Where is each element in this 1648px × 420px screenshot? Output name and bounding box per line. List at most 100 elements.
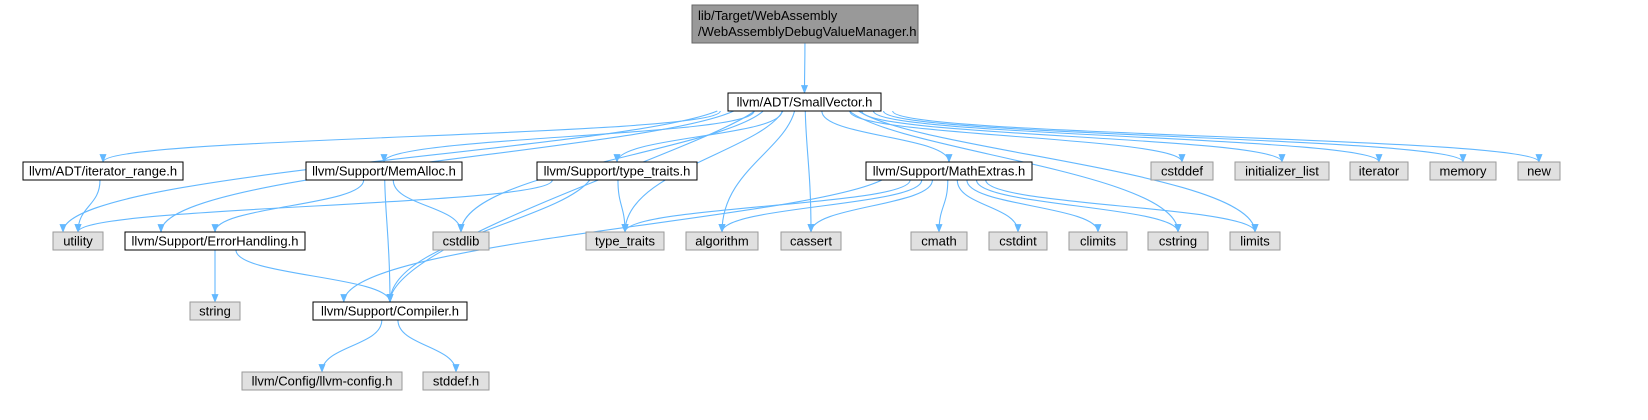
node-box [124,231,306,251]
node-stddef: stddef.h [422,371,490,391]
node-climits: climits [1068,231,1128,251]
node-box [1229,231,1281,251]
edge-memalloc-to-errorhandling [211,179,365,233]
edge-mathextras-to-cstring [975,179,1182,233]
node-box [189,301,241,321]
node-cstdlib: cstdlib [432,231,490,251]
node-label: cstddef [1161,164,1203,179]
node-label: type_traits [595,234,655,249]
node-label: cmath [921,234,956,249]
edge-compiler-to-stddef [397,319,460,373]
node-new: new [1517,161,1561,181]
node-cstdint: cstdint [988,231,1048,251]
edge-smallvector-to-memory [882,110,1467,163]
edge-smallvector-to-limits [858,110,1259,233]
node-box [432,231,490,251]
node-box [1517,161,1561,181]
node-box [241,371,403,391]
node-label: algorithm [695,234,748,249]
node-box [312,301,468,321]
node-box [1234,161,1330,181]
node-label: llvm/Support/MathExtras.h [873,164,1025,179]
node-algorithm: algorithm [685,231,759,251]
edge-mathextras-to-algorithm [718,179,923,233]
node-box [1068,231,1128,251]
node-box [305,161,463,181]
node-label: /WebAssemblyDebugValueManager.h [698,24,916,39]
node-label: climits [1080,234,1117,249]
edge-mathextras-to-limits [985,179,1259,233]
edge-mathextras-to-climits [966,179,1102,233]
node-errorhandling[interactable]: llvm/Support/ErrorHandling.h [124,231,306,251]
edge-type_traits_h-to-utility [74,179,553,233]
node-type-traits-h[interactable]: llvm/Support/type_traits.h [536,161,698,181]
edge-smallvector-to-iterator [872,110,1383,163]
node-box [52,231,104,251]
node-cstddef: cstddef [1150,161,1214,181]
node-box [1150,161,1214,181]
edge-errorhandling-to-compiler [235,249,394,303]
node-label: limits [1240,234,1270,249]
node-label: utility [63,234,93,249]
edge-smallvector-to-mathextras [821,110,953,163]
edge-memalloc-to-compiler [384,179,394,303]
edge-smallvector-to-type_traits_h [613,110,783,163]
node-label: cstring [1159,234,1197,249]
edge-mathextras-to-cassert [807,179,933,233]
node-cassert: cassert [780,231,842,251]
node-label: memory [1440,164,1487,179]
node-type-traits: type_traits [585,231,665,251]
edge-mathextras-to-compiler [340,179,883,303]
node-box [865,161,1033,181]
node-box [22,161,184,181]
node-smallvector[interactable]: llvm/ADT/SmallVector.h [727,92,882,112]
node-limits: limits [1229,231,1281,251]
node-label: llvm/Support/ErrorHandling.h [132,234,299,249]
node-box [1349,161,1409,181]
node-label: llvm/Support/type_traits.h [544,164,691,179]
node-initializer-list: initializer_list [1234,161,1330,181]
edge-smallvector-to-iterator_range [99,110,721,163]
edge-smallvector-to-cassert [804,110,815,233]
node-label: string [199,304,231,319]
node-label: cstdlib [443,234,480,249]
edge-smallvector-to-compiler [386,110,756,303]
edge-smallvector-to-algorithm [718,110,796,233]
node-box [1429,161,1497,181]
node-box [691,4,919,44]
node-label: llvm/Support/MemAlloc.h [312,164,456,179]
edge-type_traits_h-to-type_traits [617,179,629,233]
node-box [585,231,665,251]
node-label: llvm/Support/Compiler.h [321,304,459,319]
node-root[interactable]: lib/Target/WebAssembly/WebAssemblyDebugV… [691,4,919,44]
node-box [780,231,842,251]
node-iterator-range[interactable]: llvm/ADT/iterator_range.h [22,161,184,181]
node-cstring: cstring [1147,231,1209,251]
node-label: iterator [1359,164,1400,179]
node-iterator: iterator [1349,161,1409,181]
node-cmath: cmath [910,231,968,251]
node-utility: utility [52,231,104,251]
node-box [727,92,882,112]
node-label: cassert [790,234,832,249]
node-box [536,161,698,181]
edges-layer [59,42,1543,373]
node-label: llvm/Config/llvm-config.h [252,374,393,389]
node-box [910,231,968,251]
node-box [422,371,490,391]
edge-type_traits_h-to-compiler [386,179,591,303]
edge-mathextras-to-cmath [935,179,949,233]
node-label: llvm/ADT/SmallVector.h [737,95,873,110]
node-box [988,231,1048,251]
node-label: cstdint [999,234,1037,249]
node-mathextras[interactable]: llvm/Support/MathExtras.h [865,161,1033,181]
node-box [685,231,759,251]
edge-compiler-to-llvm_config [318,319,383,373]
edge-smallvector-to-new [892,110,1543,163]
node-memalloc[interactable]: llvm/Support/MemAlloc.h [305,161,463,181]
node-label: lib/Target/WebAssembly [698,8,838,23]
node-compiler[interactable]: llvm/Support/Compiler.h [312,301,468,321]
node-label: stddef.h [433,374,479,389]
edge-smallvector-to-initializer_list [861,110,1286,163]
